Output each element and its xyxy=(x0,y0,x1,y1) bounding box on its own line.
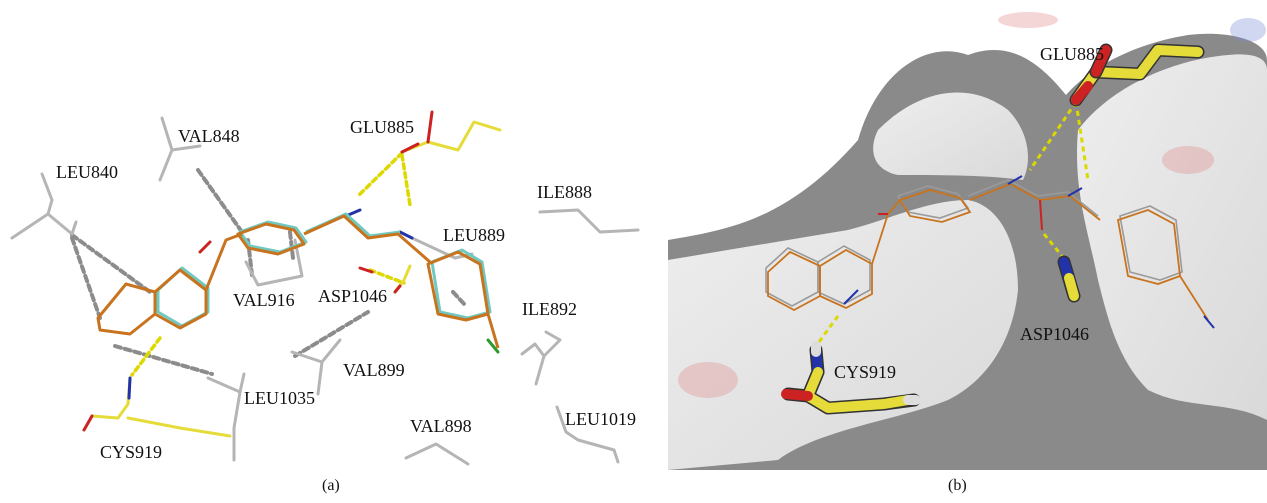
label-val916: VAL916 xyxy=(233,290,295,310)
asp1046-stick xyxy=(1057,255,1081,303)
label-cys919: CYS919 xyxy=(100,442,162,462)
label-val848: VAL848 xyxy=(178,126,240,146)
glu885-stick xyxy=(1069,43,1205,107)
label-leu840: LEU840 xyxy=(56,162,118,182)
label-b-cys919: CYS919 xyxy=(834,362,896,382)
label-ile892: ILE892 xyxy=(522,299,577,319)
caption-b: (b) xyxy=(948,477,967,494)
surface-left xyxy=(668,200,1018,470)
ligand-gray-wire xyxy=(765,179,1183,307)
panel-b: GLU885 ASP1046 CYS919 xyxy=(668,0,1267,470)
label-asp1046: ASP1046 xyxy=(318,286,387,306)
label-b-glu885: GLU885 xyxy=(1040,44,1104,64)
label-ile888: ILE888 xyxy=(537,182,592,202)
panel-b-diagram: GLU885 ASP1046 CYS919 xyxy=(668,0,1267,470)
label-val899: VAL899 xyxy=(343,360,405,380)
label-leu1035: LEU1035 xyxy=(244,388,315,408)
label-b-asp1046: ASP1046 xyxy=(1020,324,1089,344)
panel-a-diagram: LEU840 VAL848 GLU885 ILE888 LEU889 VAL91… xyxy=(10,110,640,466)
ligand-orange xyxy=(96,214,500,349)
surface-right xyxy=(1077,54,1267,420)
ligand-heteroatoms xyxy=(843,175,1215,329)
heteroatoms xyxy=(82,110,500,432)
label-glu885: GLU885 xyxy=(350,117,414,137)
panel-a: LEU840 VAL848 GLU885 ILE888 LEU889 VAL91… xyxy=(0,0,660,470)
label-leu889: LEU889 xyxy=(443,225,505,245)
label-val898: VAL898 xyxy=(410,416,472,436)
caption-a: (a) xyxy=(322,477,340,494)
hydrogen-bonds xyxy=(130,151,412,377)
surface-top xyxy=(873,92,1028,180)
cys919-stick xyxy=(781,341,921,415)
surface-tints xyxy=(678,12,1266,398)
label-leu1019: LEU1019 xyxy=(565,409,636,429)
ligand-cyan xyxy=(156,212,492,328)
residue-sticks xyxy=(10,116,640,466)
hydrogen-bonds-b xyxy=(814,101,1090,347)
